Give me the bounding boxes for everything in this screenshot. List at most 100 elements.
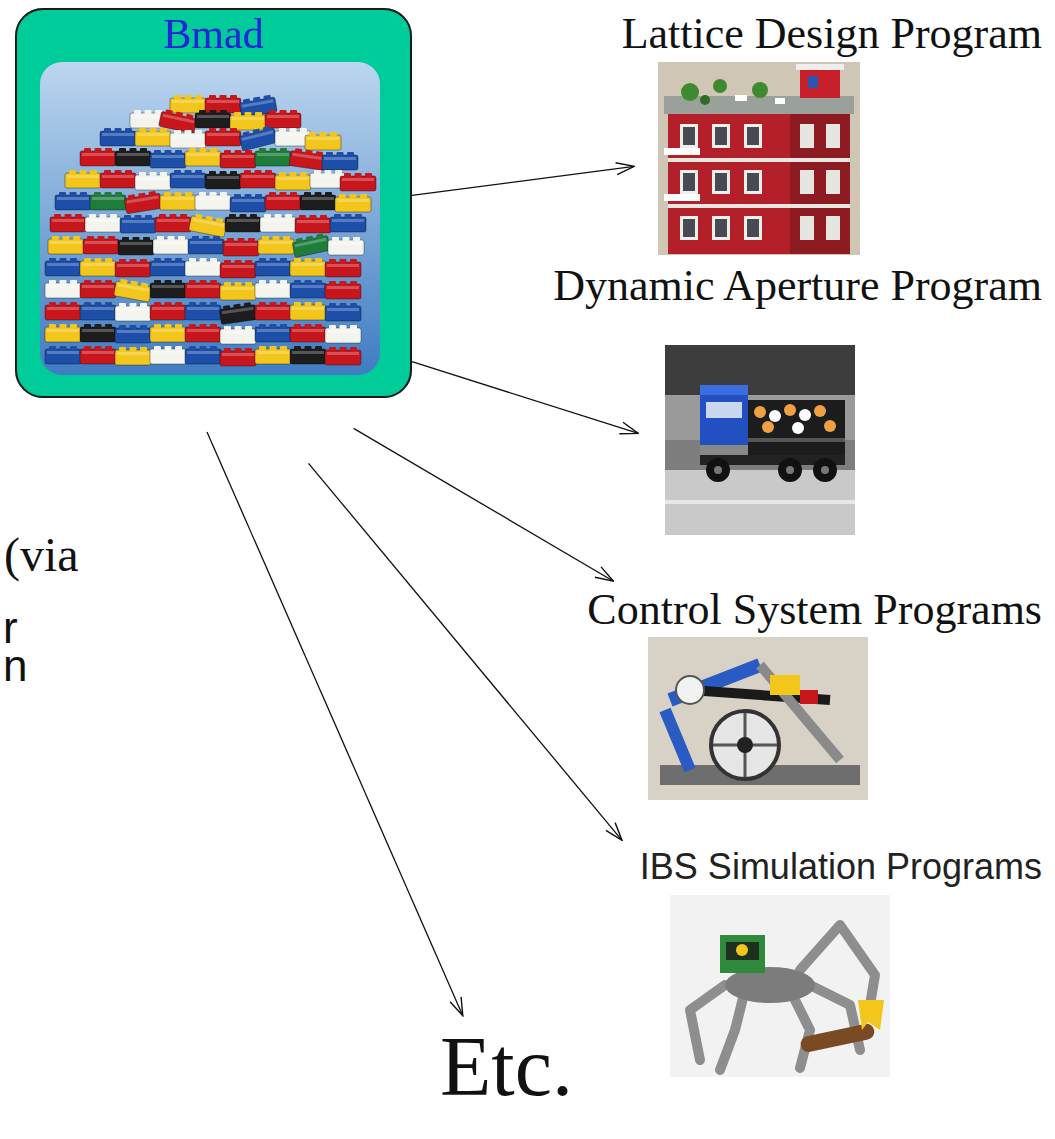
lego-building-photo-part xyxy=(664,148,700,155)
lego-pile-photo-part-part xyxy=(255,324,291,342)
program-heading: Control System Programs xyxy=(587,586,1042,634)
lego-building-photo-part xyxy=(744,170,762,194)
lego-building-photo-part xyxy=(800,216,814,240)
lego-pile-photo-part-part xyxy=(325,303,361,321)
lego-pile-photo-part-part xyxy=(45,258,81,276)
lego-building-photo-part xyxy=(800,124,814,148)
program-heading: Lattice Design Program xyxy=(622,10,1042,58)
lego-pile-photo-part-part xyxy=(305,132,341,150)
lego-pile-photo-part-part xyxy=(292,232,331,257)
lego-machine-photo-part xyxy=(800,690,818,704)
lego-building-photo-part xyxy=(712,216,730,240)
lego-pile-photo-part-part xyxy=(300,192,336,210)
lego-machine-photo-part xyxy=(676,676,704,704)
lego-pile-photo-part-part xyxy=(219,302,257,325)
lego-pile-photo-part-part xyxy=(50,214,86,232)
lego-building-photo-part xyxy=(747,173,759,191)
lego-pile-photo-part-part xyxy=(55,192,91,210)
lego-pile-photo-part-part xyxy=(205,171,241,189)
lego-pile-photo-part-part xyxy=(115,347,151,365)
lego-building-photo-part xyxy=(790,114,850,254)
lego-pile-photo-part-part xyxy=(150,280,186,298)
lego-pile-photo-part-part xyxy=(220,150,256,168)
lego-pile-photo-part-part xyxy=(265,110,301,128)
lego-building-photo-part xyxy=(800,70,840,98)
lego-building-photo-part xyxy=(808,76,818,88)
lego-pile-photo-part-part xyxy=(115,325,151,343)
lego-truck-photo-part xyxy=(821,466,829,474)
lego-machine-photo-part xyxy=(770,675,800,695)
lego-building-photo-part xyxy=(680,124,698,148)
lego-pile-photo-part-part xyxy=(185,324,221,342)
lego-building-photo-part xyxy=(668,204,850,208)
lego-pile-photo-part-part xyxy=(153,236,189,254)
program-heading: Dynamic Aperture Program xyxy=(553,262,1042,310)
box-title: Bmad xyxy=(163,10,263,58)
lego-pile-photo-part-part xyxy=(328,237,364,255)
lego-building-photo-part xyxy=(668,158,850,162)
lego-pile-photo-part-part xyxy=(185,302,221,320)
lego-building-photo-part xyxy=(796,64,844,70)
lego-pile-photo-part-part xyxy=(255,148,291,166)
lego-pile-photo-part-part xyxy=(325,325,361,343)
lego-building-photo-part xyxy=(664,194,700,201)
lego-pile-photo-part-part xyxy=(260,214,296,232)
lego-pile-photo-part-part xyxy=(205,128,241,146)
lego-truck-photo-part xyxy=(740,400,845,455)
lego-pile-photo-part xyxy=(40,62,380,375)
lego-machine-photo-part xyxy=(711,711,779,779)
lego-truck-photo-part xyxy=(740,438,845,442)
arrow-connector xyxy=(207,432,463,1016)
arrow-connector xyxy=(412,362,638,434)
slide-text-fragment: (via xyxy=(4,527,79,582)
lego-pile-photo-part-part xyxy=(150,150,186,168)
lego-spider-photo-part xyxy=(670,895,890,1077)
lego-building-photo-part xyxy=(683,127,695,145)
lego-pile-photo-part-part xyxy=(295,215,331,233)
lego-pile-photo-part-part xyxy=(188,236,224,254)
lego-building-photo-part xyxy=(680,216,698,240)
lego-building-photo-part xyxy=(747,127,759,145)
lego-pile-photo-part-part xyxy=(114,278,153,302)
lego-pile-photo-part-part xyxy=(115,148,151,166)
lego-truck-photo-part xyxy=(665,345,855,535)
lego-pile-photo-part-part xyxy=(265,192,301,210)
lego-pile-photo-part-part xyxy=(135,172,171,190)
lego-truck-photo-part xyxy=(665,500,855,504)
lego-truck-photo-part xyxy=(754,406,766,418)
lego-truck-photo-part xyxy=(784,404,796,416)
lego-pile-photo-part-part xyxy=(255,302,291,320)
lego-pile-photo-part-part xyxy=(170,130,206,148)
slide-text-fragment: n xyxy=(3,641,27,692)
lego-pile-photo-part-part xyxy=(155,214,191,232)
lego-pile-photo-part-part xyxy=(290,346,326,364)
lego-spider-photo-part xyxy=(858,1000,884,1030)
lego-pile-photo-part-part xyxy=(225,214,261,232)
lego-building-photo-part xyxy=(683,219,695,237)
lego-truck-photo-part xyxy=(769,410,781,422)
lego-pile-photo-part-part xyxy=(220,260,256,278)
lego-pile-photo-part-part xyxy=(290,302,326,320)
lego-pile-photo-part-part xyxy=(150,302,186,320)
lego-building-photo-part xyxy=(826,170,840,194)
lego-pile-photo-part-part xyxy=(189,213,228,238)
lego-pile-photo-part-part xyxy=(255,346,291,364)
lego-building-photo-part xyxy=(826,124,840,148)
lego-pile-photo-part-part xyxy=(220,282,256,300)
lego-building-photo-part xyxy=(715,219,727,237)
lego-pile-photo-part-part xyxy=(45,324,81,342)
lego-pile-photo-part-part xyxy=(275,172,311,190)
lego-building-photo-part xyxy=(680,170,698,194)
lego-pile-photo-part-part xyxy=(220,326,256,344)
lego-pile-photo-part-part xyxy=(80,346,116,364)
lego-building-photo-part xyxy=(712,170,730,194)
lego-building-photo-part xyxy=(826,216,840,240)
lego-pile-photo-part-part xyxy=(80,148,116,166)
lego-pile-photo-part-part xyxy=(223,238,259,256)
lego-building-photo-part xyxy=(715,173,727,191)
lego-pile-photo-part-part xyxy=(230,194,266,212)
lego-pile-photo-part-part xyxy=(100,128,136,146)
lego-pile-photo-part-part xyxy=(325,259,361,277)
